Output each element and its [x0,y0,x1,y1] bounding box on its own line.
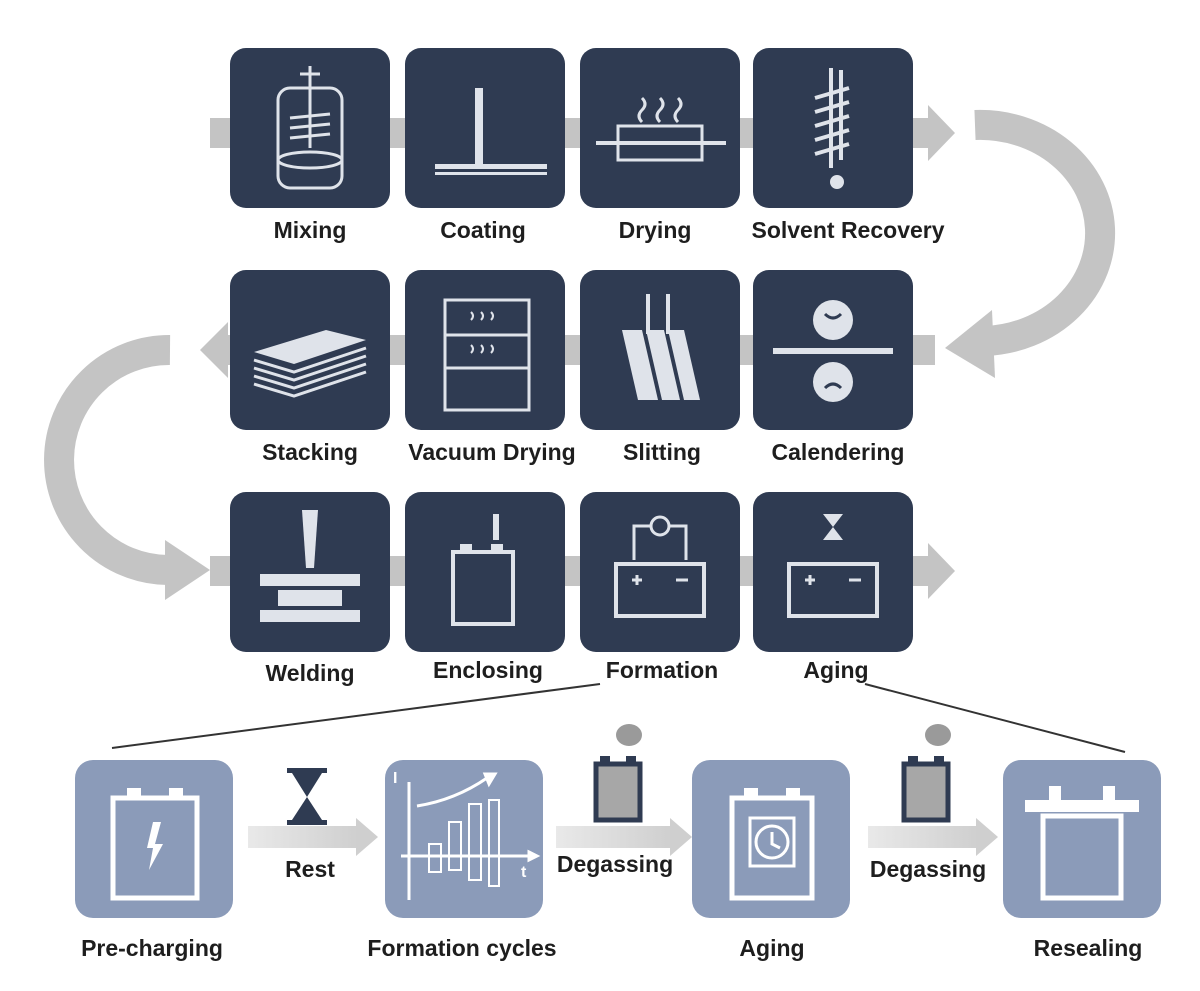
step-label-welding: Welding [265,660,355,686]
stacked-sheets-icon [253,330,367,398]
vacuum-oven-icon [443,298,531,412]
welding-press-icon [260,510,360,622]
aging-clock-cell-icon [729,788,815,901]
detail-tile-aging [692,760,850,918]
step-label-solvent-recovery: Solvent Recovery [751,217,945,243]
row3-flow-arrowhead [928,543,955,599]
tile-slitting [580,270,740,430]
cell-enclosure-icon [451,514,515,626]
tile-mixing [230,48,390,208]
tile-formation [580,492,740,652]
calender-rollers-icon [773,300,893,402]
row1-flow-arrowhead [928,105,955,161]
plot-y-axis-label: I [393,770,398,787]
precharge-cell-icon [110,788,200,901]
step-label-drying: Drying [618,217,692,243]
tile-calendering [753,270,913,430]
transition-label-degassing-2: Degassing [869,856,987,882]
step-label-calendering: Calendering [771,439,905,465]
tile-vacuum-drying [405,270,565,430]
coating-blade-icon [435,88,547,175]
resealed-cell-icon [1025,786,1139,901]
zoom-line-right [864,683,1126,753]
tile-enclosing [405,492,565,652]
stage-label-pre-charging: Pre-charging [81,935,223,961]
step-label-slitting: Slitting [623,439,701,465]
solvent-recovery-coil-icon [814,68,850,189]
detail-tile-resealing [1003,760,1161,918]
degassing-arrow-2 [868,826,978,848]
transition-label-degassing-1: Degassing [556,851,674,877]
step-label-enclosing: Enclosing [433,657,543,683]
row2-flow-arrowhead [200,322,228,378]
tile-drying [580,48,740,208]
step-label-stacking: Stacking [262,439,358,465]
stage-label-aging: Aging [739,935,805,961]
tile-aging [753,492,913,652]
tile-coating [405,48,565,208]
right-turn-arrowhead [945,310,995,378]
degassing-arrow-1 [556,826,672,848]
plot-x-axis-label: t [521,864,527,881]
transition-label-rest: Rest [285,856,335,882]
drying-heater-icon [596,96,726,162]
tile-stacking [230,270,390,430]
mixing-tank-icon [276,66,344,190]
step-label-coating: Coating [440,217,526,243]
current-time-plot-icon [401,772,541,900]
stage-label-formation-cycles: Formation cycles [367,935,557,961]
stage-label-resealing: Resealing [1033,935,1143,961]
battery-meter-icon [614,515,706,618]
degassing-arrowhead-1 [670,818,692,856]
zoom-line-left [111,683,601,749]
rest-arrow [248,826,358,848]
detail-tile-formation-cycles: I t [385,760,543,918]
degassing-arrowhead-2 [976,818,998,856]
step-label-vacuum-drying: Vacuum Drying [408,439,576,465]
left-turn-arrow [44,334,171,585]
left-turn-arrowhead [165,540,210,600]
step-label-mixing: Mixing [273,217,347,243]
step-label-formation: Formation [605,657,719,683]
rest-arrowhead [356,818,378,856]
slitting-strips-icon [622,294,700,400]
right-turn-arrow [974,109,1116,356]
tile-welding [230,492,390,652]
tile-solvent-recovery [753,48,913,208]
step-label-aging: Aging [803,657,869,683]
detail-tile-pre-charging [75,760,233,918]
battery-hourglass-icon [787,514,879,618]
